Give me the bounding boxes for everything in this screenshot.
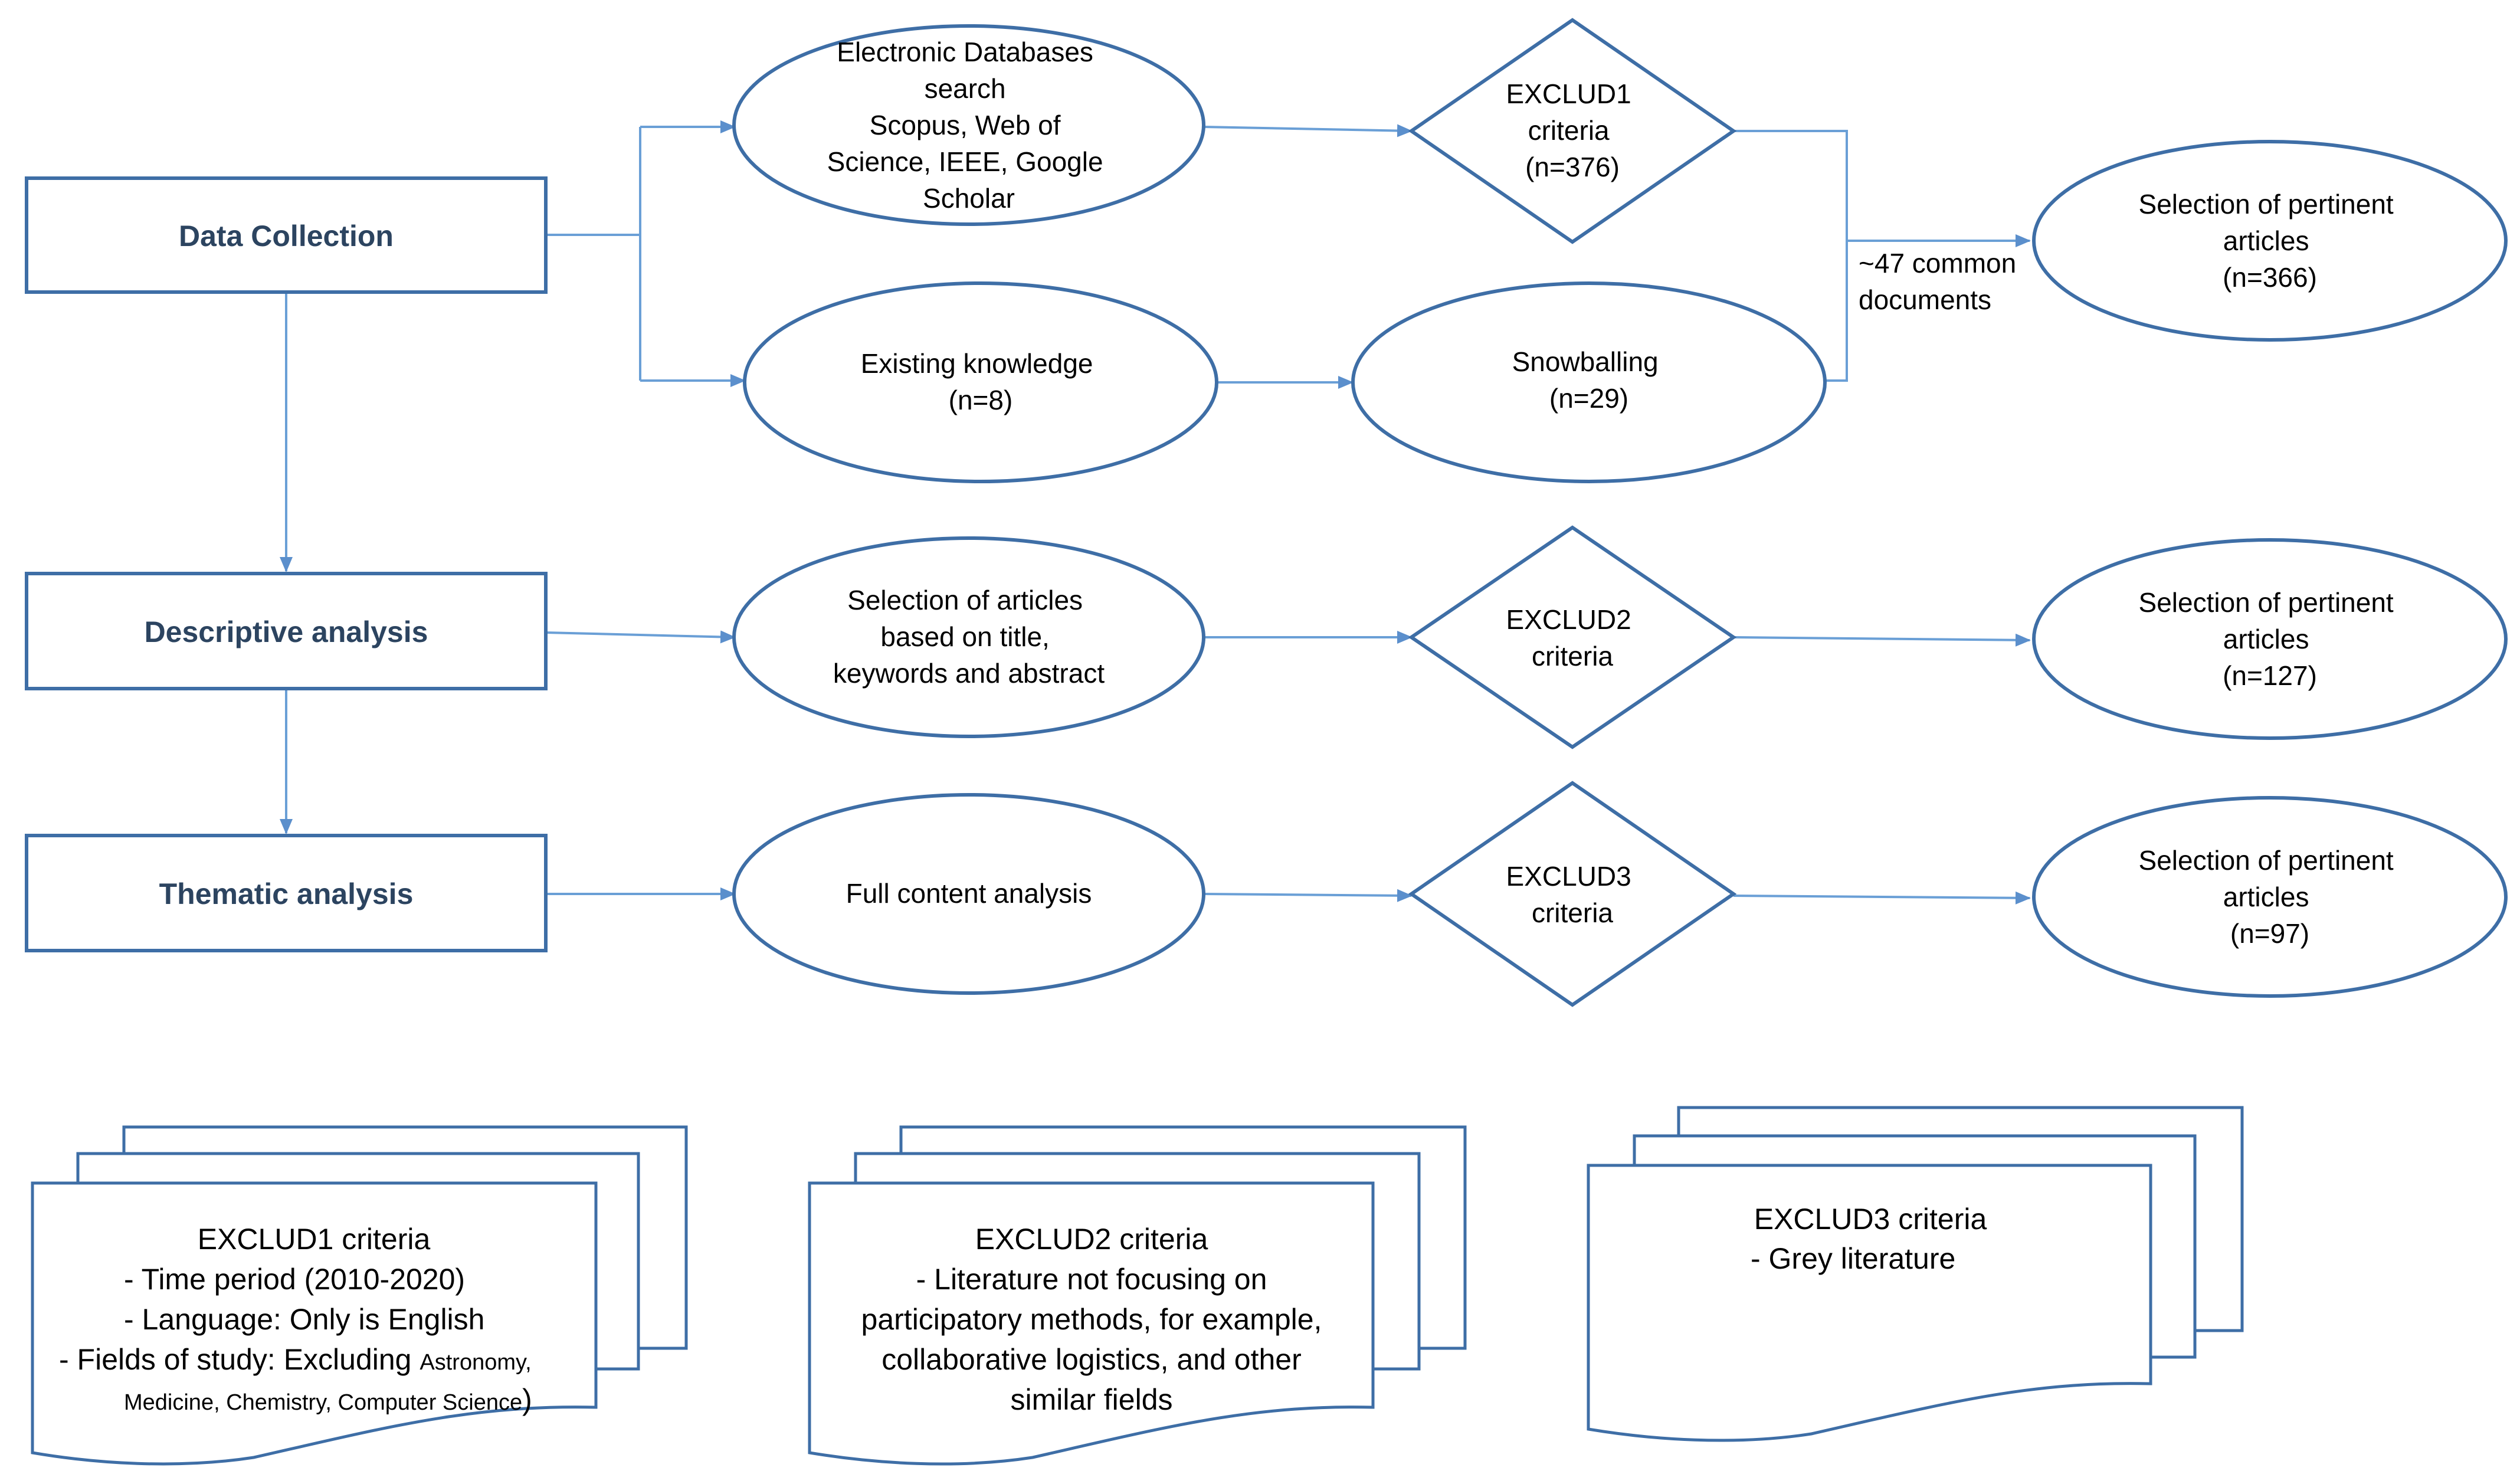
svg-text:- Fields of study: Excluding: - Fields of study: Excluding Astronomy, [59,1343,532,1376]
stage-descriptive-analysis: Descriptive analysis [25,572,548,690]
document-excl3-criteria: EXCLUD3 criteria - Grey literature [1587,1106,2244,1442]
svg-text:Full content analysis: Full content analysis [846,878,1092,909]
svg-text:EXCLUD3 criteria: EXCLUD3 criteria [1754,1203,1987,1236]
stage-label-data-collection: Data Collection [179,220,394,253]
svg-text:EXCLUD2 criteria: EXCLUD2 criteria [975,1223,1208,1256]
svg-text:EXCLUD1 criteria (: EXCLUD1 criteria (n=376) [1506,78,1639,182]
svg-text:participatory methods, for exa: participatory methods, for example, [861,1303,1322,1336]
stage-data-collection: Data Collection [25,176,548,294]
node-selection-title-keywords: Selection of articles based on title, ke… [732,536,1205,738]
stage-label-thematic-analysis: Thematic analysis [159,877,414,910]
svg-text:Medicine, Chemistry, Computer: Medicine, Chemistry, Computer Science) [124,1383,532,1416]
stage-label-descriptive-analysis: Descriptive analysis [145,615,428,648]
svg-text:EXCLUD2 criteria: EXCLUD2 criteria [1506,604,1639,671]
arrow-fullcontent-to-excl3 [1203,889,1413,902]
criteria-excl2: EXCLUD2 criteria [1408,525,1737,749]
arrow-databases-to-excl1 [1203,124,1413,137]
node-text-electronic-databases: Electronic Databases search Scopus, Web … [827,37,1111,214]
common-documents-note: ~47 common documents [1859,248,2024,315]
node-full-content-analysis: Full content analysis [732,793,1205,995]
result-selection-366: Selection of pertinent articles (n=366) [2032,140,2508,342]
svg-text:Selection of pertinent a: Selection of pertinent articles (n=127) [2139,587,2401,691]
arrow-descriptive-to-selection [545,630,736,644]
svg-text:Existing knowledge (n=8): Existing knowledge (n=8) [861,348,1101,415]
node-electronic-databases: Electronic Databases search Scopus, Web … [732,24,1205,226]
document-excl1-criteria: EXCLUD1 criteria - Time period (2010-202… [31,1125,688,1466]
arrow-excl2-to-result2 [1733,633,2031,647]
criteria-excl1: EXCLUD1 criteria (n=376) [1408,18,1737,244]
svg-text:Selection of pertinent a: Selection of pertinent articles (n=97) [2139,845,2401,949]
svg-text:- Literature not focusing on: - Literature not focusing on [916,1263,1267,1296]
svg-text:EXCLUD3 criteria: EXCLUD3 criteria [1506,861,1639,928]
stage-thematic-analysis: Thematic analysis [25,834,548,952]
svg-text:EXCLUD1 criteria: EXCLUD1 criteria [198,1223,431,1256]
svg-text:- Language: Only is English: - Language: Only is English [124,1303,484,1336]
document-excl2-criteria: EXCLUD2 criteria - Literature not focusi… [808,1125,1467,1466]
node-existing-knowledge: Existing knowledge (n=8) [743,281,1218,483]
criteria-excl3: EXCLUD3 criteria [1408,781,1737,1007]
svg-text:Selection of pertinent a: Selection of pertinent articles (n=366) [2139,189,2401,293]
svg-text:- Time period (2010-2020): - Time period (2010-2020) [124,1263,465,1296]
connector-merge [1733,130,1848,382]
connectors [280,120,2031,905]
svg-text:Selection of articles ba: Selection of articles based on title, ke… [833,585,1105,689]
result-selection-127: Selection of pertinent articles (n=127) [2032,538,2508,740]
svg-text:collaborative logistics, and o: collaborative logistics, and other [881,1343,1302,1376]
result-selection-97: Selection of pertinent articles (n=97) [2032,796,2508,998]
node-snowballing: Snowballing (n=29) [1351,281,1827,483]
svg-text:similar fields: similar fields [1010,1383,1172,1416]
svg-text:- Grey literature: - Grey literature [1751,1242,1955,1275]
arrow-excl3-to-result3 [1733,891,2031,905]
svg-text:Snowballing (n=29): Snowballing (n=29) [1512,346,1666,414]
